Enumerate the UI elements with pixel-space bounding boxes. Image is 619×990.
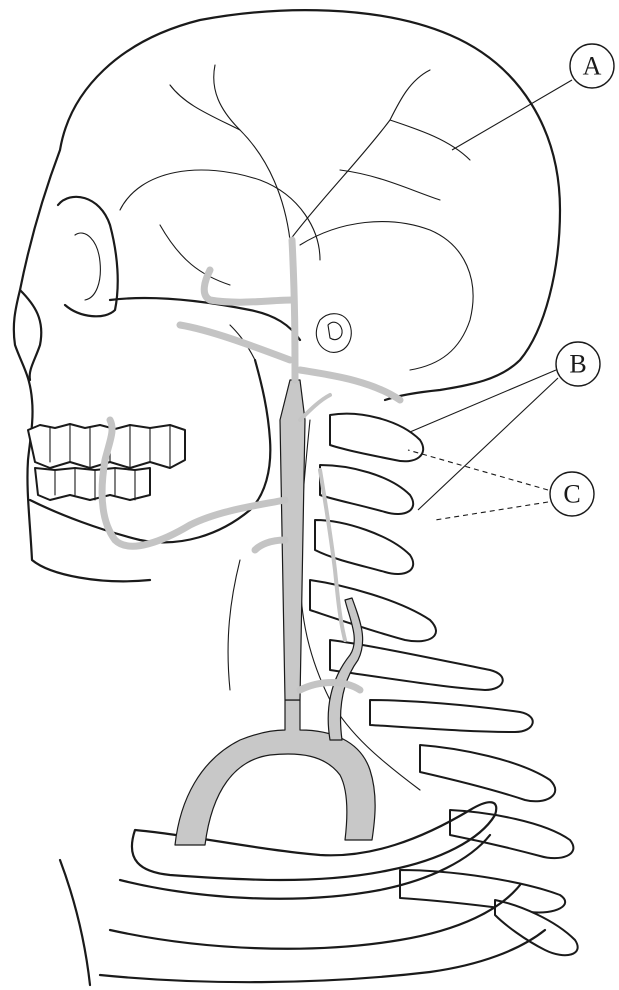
vertebra-c2 <box>320 465 413 514</box>
vertebra-c6 <box>370 700 533 732</box>
label-b-text: B <box>569 350 586 379</box>
scalp-arteries <box>170 65 470 240</box>
occipital-artery <box>300 370 400 400</box>
scapula-edge <box>60 860 90 985</box>
label-b: B <box>556 342 600 386</box>
thyrocervical-trunk <box>300 683 360 691</box>
vertebra-c7 <box>420 745 555 801</box>
parietal-branch <box>290 70 430 240</box>
vertebra-c1 <box>330 414 423 462</box>
leader-c-2 <box>435 502 548 520</box>
leader-c-1 <box>408 450 548 490</box>
label-c-text: C <box>563 480 580 509</box>
vertebra-t1 <box>450 810 573 858</box>
cranial-suture <box>300 222 473 370</box>
third-rib <box>100 930 545 982</box>
label-a: A <box>570 44 614 88</box>
leader-b-2 <box>418 378 558 510</box>
frontal-branch <box>170 85 240 130</box>
orbit <box>58 197 118 317</box>
lower-teeth <box>35 468 150 500</box>
label-c: C <box>550 472 594 516</box>
superficial-temporal <box>204 270 292 302</box>
ascending-pharyngeal <box>300 395 330 420</box>
label-a-text: A <box>583 52 602 81</box>
orbit-inner <box>75 233 100 300</box>
vertebra-c4 <box>310 580 436 641</box>
lingual-artery <box>255 540 285 550</box>
leader-a <box>452 80 572 150</box>
ear-canal-inner <box>328 322 342 339</box>
superficial-temporal-branch <box>214 65 290 240</box>
occipital-branch <box>390 120 470 160</box>
posterior-branch <box>340 170 440 200</box>
sphenoid-line <box>160 225 230 285</box>
sternocleidomastoid-edge <box>228 560 240 690</box>
ear-canal <box>316 314 351 353</box>
